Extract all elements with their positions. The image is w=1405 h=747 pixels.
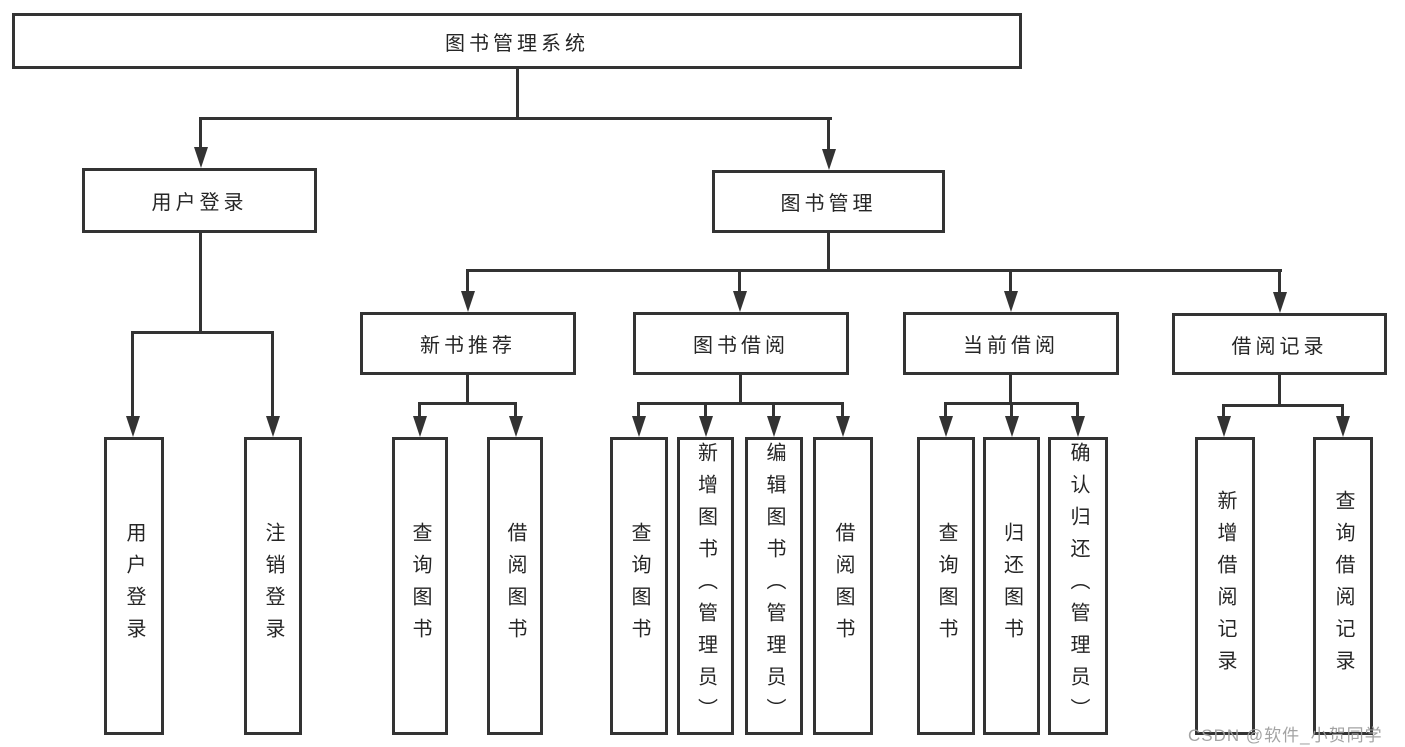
connector-line	[516, 68, 519, 120]
node-root: 图书管理系统	[12, 13, 1022, 69]
connector-line	[1278, 269, 1281, 295]
arrow-down-icon	[194, 147, 208, 168]
connector-line	[418, 402, 421, 419]
connector-line	[1341, 404, 1344, 419]
connector-line	[637, 402, 844, 405]
connector-line	[738, 269, 741, 294]
leaf-label: 查询图书	[628, 522, 650, 650]
leaf-confirm-return-admin: 确认归还（管理员）	[1048, 437, 1108, 735]
leaf-query-books-current: 查询图书	[917, 437, 975, 735]
leaf-return-book: 归还图书	[983, 437, 1040, 735]
connector-line	[841, 402, 844, 419]
connector-line	[827, 232, 830, 272]
arrow-down-icon	[1005, 416, 1019, 437]
connector-line	[1010, 402, 1013, 419]
leaf-label: 用户登录	[123, 522, 145, 650]
node-user-login: 用户登录	[82, 168, 317, 233]
arrow-down-icon	[509, 416, 523, 437]
leaf-query-books-recommend: 查询图书	[392, 437, 448, 735]
connector-line	[199, 117, 202, 150]
leaf-query-books-borrow: 查询图书	[610, 437, 668, 735]
connector-line	[1009, 375, 1012, 405]
watermark-text: CSDN @软件_小贺同学	[1188, 726, 1383, 745]
leaf-borrow-books-recommend: 借阅图书	[487, 437, 543, 735]
arrow-down-icon	[822, 149, 836, 170]
leaf-borrow-books-borrow: 借阅图书	[813, 437, 873, 735]
leaf-label: 借阅图书	[832, 522, 854, 650]
arrow-down-icon	[413, 416, 427, 437]
leaf-label: 借阅图书	[504, 522, 526, 650]
arrow-down-icon	[126, 416, 140, 437]
connector-line	[739, 375, 742, 405]
connector-line	[466, 269, 469, 294]
connector-line	[271, 331, 274, 419]
leaf-user-login: 用户登录	[104, 437, 164, 735]
leaf-label: 新增图书（管理员）	[694, 442, 717, 730]
arrow-down-icon	[461, 291, 475, 312]
connector-line	[199, 232, 202, 334]
arrow-down-icon	[733, 291, 747, 312]
connector-line	[418, 402, 517, 405]
connector-line	[466, 375, 469, 405]
arrow-down-icon	[767, 416, 781, 437]
arrow-down-icon	[1004, 291, 1018, 312]
leaf-logout: 注销登录	[244, 437, 302, 735]
connector-line	[637, 402, 640, 419]
leaf-label: 注销登录	[262, 522, 284, 650]
connector-line	[1222, 404, 1344, 407]
connector-line	[1222, 404, 1225, 419]
leaf-label: 编辑图书（管理员）	[763, 442, 785, 730]
arrow-down-icon	[1336, 416, 1350, 437]
connector-line	[131, 331, 134, 419]
node-book-management: 图书管理	[712, 170, 945, 233]
arrow-down-icon	[939, 416, 953, 437]
leaf-label: 新增借阅记录	[1214, 490, 1236, 682]
node-current-borrow: 当前借阅	[903, 312, 1119, 375]
connector-line	[1076, 402, 1079, 419]
connector-line	[514, 402, 517, 419]
leaf-query-borrow-record: 查询借阅记录	[1313, 437, 1373, 735]
arrow-down-icon	[632, 416, 646, 437]
leaf-label: 查询借阅记录	[1332, 490, 1354, 682]
connector-line	[131, 331, 274, 334]
leaf-add-book-admin: 新增图书（管理员）	[677, 437, 734, 735]
connector-line	[1278, 375, 1281, 407]
connector-line	[704, 402, 707, 419]
arrow-down-icon	[266, 416, 280, 437]
arrow-down-icon	[836, 416, 850, 437]
leaf-edit-book-admin: 编辑图书（管理员）	[745, 437, 803, 735]
leaf-label: 归还图书	[1000, 522, 1023, 650]
leaf-label: 查询图书	[935, 522, 957, 650]
arrow-down-icon	[699, 416, 713, 437]
arrow-down-icon	[1273, 292, 1287, 313]
connector-line	[466, 269, 1282, 272]
leaf-add-borrow-record: 新增借阅记录	[1195, 437, 1255, 735]
connector-line	[772, 402, 775, 419]
node-new-book-recommend: 新书推荐	[360, 312, 576, 375]
node-borrow-records: 借阅记录	[1172, 313, 1387, 375]
connector-line	[199, 117, 832, 120]
node-book-borrow: 图书借阅	[633, 312, 849, 375]
connector-line	[1009, 269, 1012, 294]
connector-line	[944, 402, 947, 419]
arrow-down-icon	[1217, 416, 1231, 437]
connector-line	[827, 117, 830, 152]
leaf-label: 查询图书	[409, 522, 431, 650]
arrow-down-icon	[1071, 416, 1085, 437]
leaf-label: 确认归还（管理员）	[1067, 442, 1089, 730]
